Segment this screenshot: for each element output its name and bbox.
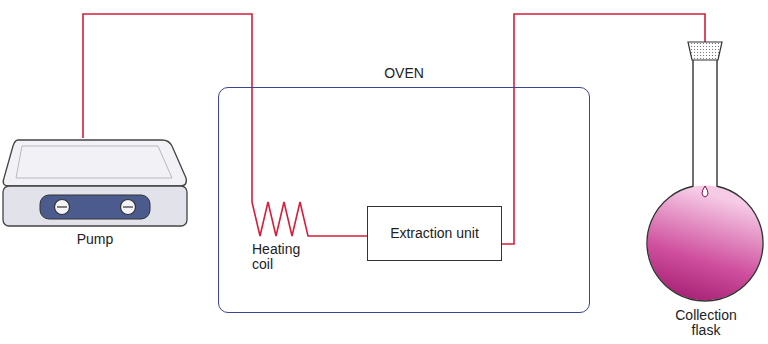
collection-flask-illustration	[645, 36, 767, 306]
flask-stopper	[688, 42, 722, 60]
heating-coil-label: Heating coil	[252, 242, 318, 272]
tube-connector	[318, 235, 367, 237]
oven-box-label: OVEN	[220, 66, 589, 81]
pump-illustration	[0, 138, 190, 230]
pump-front	[3, 186, 187, 226]
pump-knob	[55, 200, 70, 215]
heating-coil-illustration	[252, 200, 318, 240]
pump: Pump	[0, 138, 190, 250]
pump-top-inset	[16, 146, 172, 178]
extraction-unit: Extraction unit	[367, 206, 502, 261]
pump-knob-mark	[123, 206, 133, 207]
heating-coil: Heating coil	[252, 200, 318, 275]
pump-knob-mark	[57, 206, 67, 207]
flask-drop	[702, 186, 708, 197]
pump-panel	[40, 195, 150, 219]
pump-knob	[121, 200, 136, 215]
extraction-unit-label: Extraction unit	[389, 226, 481, 241]
pump-label: Pump	[0, 232, 190, 247]
pump-top	[3, 140, 186, 186]
heating-coil-symbol	[252, 202, 318, 236]
flask-liquid	[648, 186, 763, 301]
oven-box: OVENHeating coilExtraction unit	[218, 87, 590, 313]
flask-outline	[647, 56, 763, 301]
collection-flask-label: Collection flask	[666, 308, 746, 338]
collection-flask: Collection flask	[645, 36, 767, 342]
